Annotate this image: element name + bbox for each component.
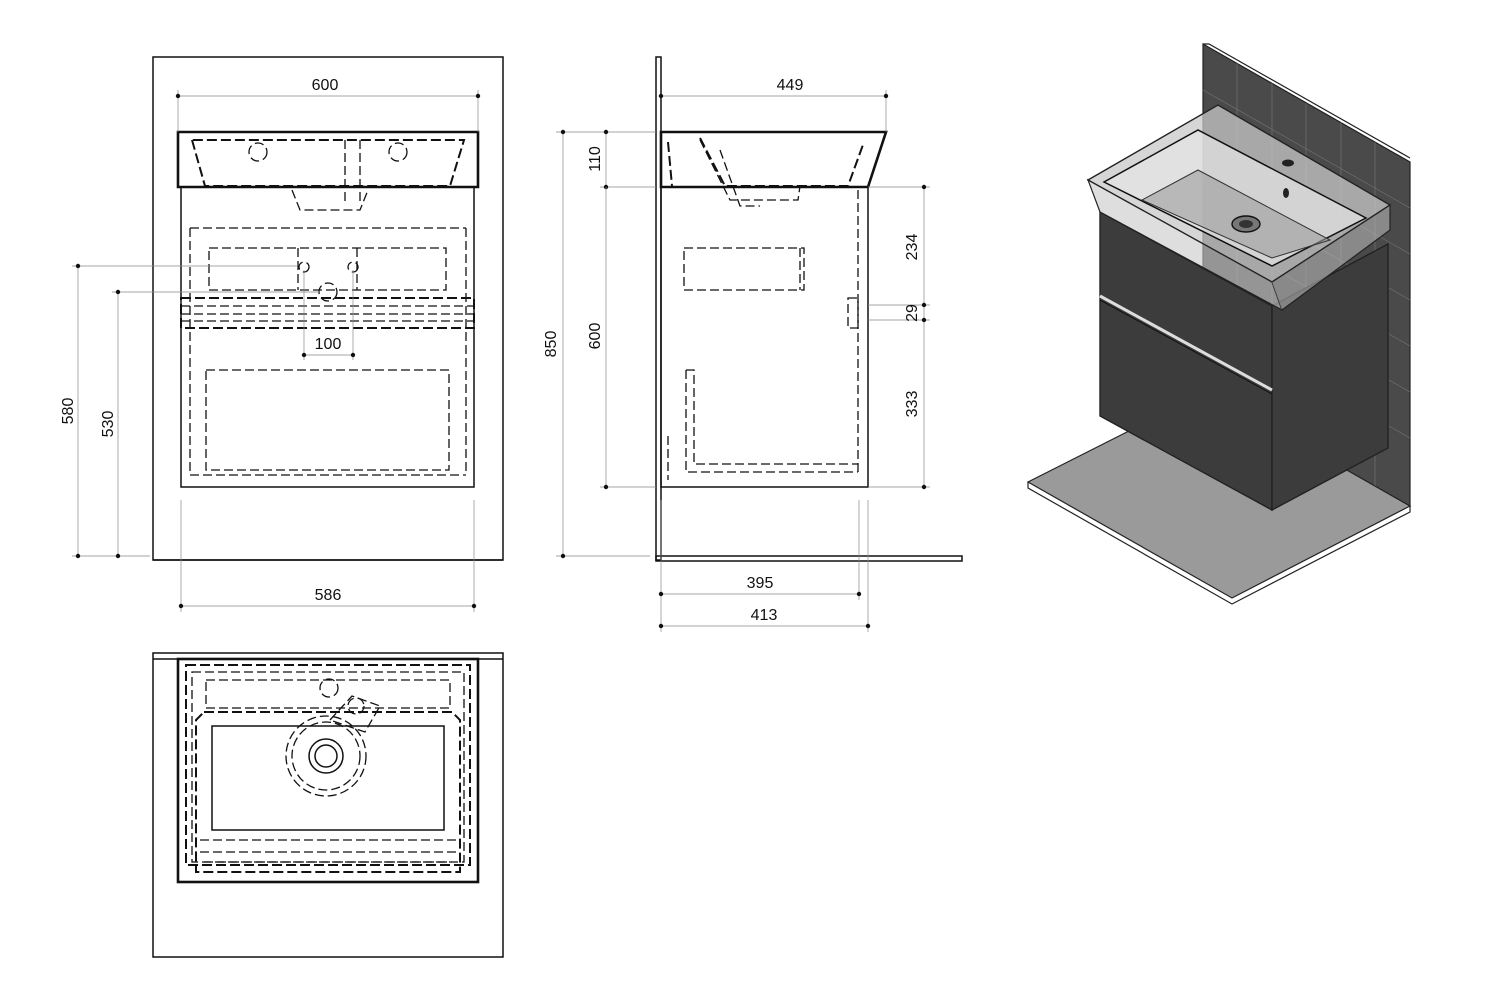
- side-floor: [655, 555, 963, 562]
- front-basin-inner: [190, 139, 466, 187]
- dim-side-basin-height: 110: [587, 146, 604, 172]
- dim-side-gap: 29: [904, 304, 921, 322]
- iso-drawer-gap: [1099, 294, 1273, 392]
- iso-overflow-hole: [1283, 188, 1289, 198]
- front-view: 600 100 586 580 530: [60, 56, 504, 612]
- front-basin-top: [176, 130, 480, 189]
- top-view: [152, 652, 504, 958]
- top-basin-outline: [176, 657, 480, 884]
- dim-side-cabinet-height: 600: [587, 323, 604, 350]
- side-basin: [659, 130, 888, 189]
- top-drain-outer: [285, 715, 367, 797]
- front-cabinet: [180, 186, 475, 488]
- dim-side-depth-395: 395: [747, 575, 774, 592]
- dim-side-upper-drawer: 234: [904, 234, 921, 261]
- dim-front-height-530: 530: [100, 411, 117, 438]
- front-handle-bar: [180, 297, 475, 329]
- side-cabinet: [660, 186, 869, 488]
- dim-side-depth-413: 413: [751, 607, 778, 624]
- dim-side-total-height: 850: [543, 331, 560, 358]
- dim-side-lower-drawer: 333: [904, 391, 921, 418]
- dim-front-tap-spacing: 100: [315, 336, 342, 353]
- dim-front-width-bottom: 586: [315, 587, 342, 604]
- top-wall-outline: [152, 652, 504, 958]
- dim-side-depth-top: 449: [777, 77, 804, 94]
- iso-tap-hole: [1282, 159, 1294, 167]
- dim-front-width-top: 600: [312, 77, 339, 94]
- side-view: 449 110 600 850 234 29 333: [543, 56, 963, 632]
- dim-front-height-580: 580: [60, 398, 77, 425]
- iso-cabinet-side: [1271, 242, 1389, 512]
- iso-view: [1026, 42, 1412, 605]
